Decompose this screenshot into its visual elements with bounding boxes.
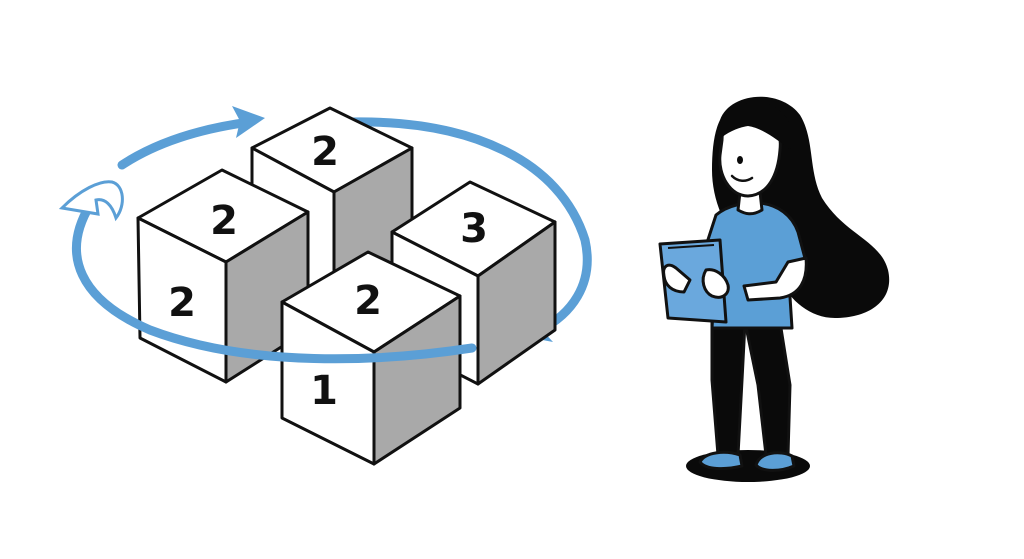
- arrowhead-left-icon: [58, 180, 124, 222]
- right-leg: [743, 320, 792, 457]
- book-page-line: [667, 244, 715, 249]
- cube-right-top-number: 3: [460, 206, 488, 252]
- left-hand: [701, 268, 730, 299]
- neck: [736, 190, 764, 216]
- book: [658, 238, 728, 324]
- cube-left-top-number: 2: [210, 198, 238, 244]
- left-shoe: [698, 450, 744, 471]
- hair-bangs: [716, 102, 793, 150]
- cube-left-front-number: 2: [168, 280, 196, 326]
- cube-left: 2 2: [136, 168, 310, 384]
- eye: [737, 156, 743, 164]
- girl-figure: [658, 96, 890, 482]
- left-arm: [662, 263, 692, 294]
- right-shoe: [754, 451, 796, 472]
- cube-back-top-number: 2: [311, 129, 339, 175]
- right-arm: [742, 256, 808, 302]
- cube-front: 2 1: [280, 250, 462, 466]
- cube-front-front-number: 1: [310, 368, 338, 414]
- smile: [730, 174, 754, 182]
- rotation-arrow-front: [58, 180, 477, 364]
- left-leg: [710, 320, 747, 457]
- arrowhead-top-icon: [232, 106, 265, 138]
- cube-front-top-number: 2: [354, 278, 382, 324]
